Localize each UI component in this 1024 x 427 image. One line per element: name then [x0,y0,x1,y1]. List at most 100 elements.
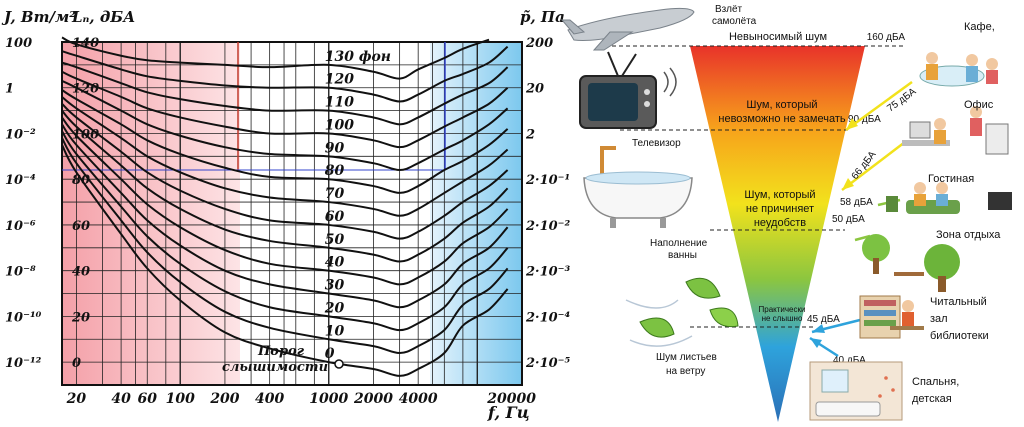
intensity-ticks: 100 1 10⁻² 10⁻⁴ 10⁻⁶ 10⁻⁸ 10⁻¹⁰ 10⁻¹² [5,36,42,371]
intensity-tick-3: 10⁻⁴ [5,173,36,188]
level-tick-0: 140 [72,36,99,51]
airplane-illustration [560,7,695,51]
cafe-arrowhead [846,118,858,130]
bedroom-illustration [809,361,903,421]
office-arrowhead [842,178,854,190]
tv-label: Телевизор [632,138,681,149]
curve-label-11: 20 [324,300,345,316]
curve-label-12: 10 [325,323,345,339]
pressure-tick-3: 2·10⁻¹ [525,173,570,188]
noise-triangle [690,46,865,422]
leaves-label-1: Шум листьев [656,352,717,363]
loudness-curve-10 [61,123,509,309]
loudness-curve-9 [61,116,509,286]
zone-1-line-2: невозможно не замечать [718,113,845,125]
x-tick-5: 400 [255,391,284,407]
reference-point-1khz [334,359,344,369]
zone-2-line-2: не причиняет [746,203,814,215]
intensity-tick-7: 10⁻¹² [5,356,42,371]
zone-1-line-1: Шум, который [746,99,817,111]
loudness-curve-0 [61,36,490,80]
level-tick-2: 100 [72,127,99,142]
pressure-tick-0: 200 [525,36,553,51]
level-axis-title: Lₙ, дБА [71,8,135,26]
curve-label-8: 50 [325,232,345,248]
threshold-label-2: слышимости [222,360,328,375]
level-tick-3: 80 [72,173,90,188]
curve-label-7: 60 [325,209,345,225]
bath-label-2: ванны [668,250,697,261]
rest-zone-illustration [862,234,960,292]
level-lines [612,45,905,328]
level-tick-6: 20 [71,310,90,325]
level-160: 160 дБА [867,32,906,43]
pressure-tick-5: 2·10⁻³ [525,265,571,280]
x-tick-0: 20 [66,391,87,407]
curve-label-0: 130 фон [325,49,391,65]
office-illustration [902,106,1009,155]
x-tick-9: 20000 [486,391,536,407]
intensity-tick-5: 10⁻⁸ [5,265,36,280]
zone-2-line-3: неудобств [754,217,806,229]
intensity-tick-1: 1 [5,82,14,97]
plane-label-2: самолёта [712,16,757,27]
curve-label-2: 110 [325,95,354,111]
leaves-illustration [625,277,739,347]
loudness-curve-6 [61,96,509,217]
zone-3-line-1: Практически [759,305,806,314]
level-tick-4: 60 [72,219,90,234]
x-tick-4: 200 [209,391,239,407]
curve-label-10: 30 [325,278,345,294]
curve-label-13: 0 [325,346,335,362]
x-tick-7: 2000 [353,391,393,407]
intensity-tick-0: 100 [5,36,32,51]
living-label: Гостиная [928,173,974,185]
zone-3-line-2: не слышно [762,314,803,323]
loudness-curve-5 [61,89,509,194]
x-tick-3: 100 [166,391,195,407]
bath-label-1: Наполнение [650,238,708,249]
curve-label-1: 120 [325,72,354,88]
level-tick-5: 40 [72,265,90,280]
frequency-axis-title: f, Гц [487,403,530,422]
curve-label-4: 90 [325,140,345,156]
x-tick-8: 4000 [399,391,438,407]
level-50: 50 дБА [832,214,865,225]
level-90: 90 дБА [848,114,881,125]
intensity-tick-6: 10⁻¹⁰ [5,310,42,325]
loudness-curve-8 [61,109,509,263]
loudness-curve-11 [61,130,509,332]
intensity-tick-2: 10⁻² [5,127,36,142]
bedroom-label-2: детская [912,393,952,405]
office-label: Офис [964,99,994,111]
bedroom-label-1: Спальня, [912,376,959,388]
loudness-curve-12 [61,137,509,354]
intensity-tick-4: 10⁻⁶ [5,219,36,234]
loudness-curve-2 [61,61,509,126]
level-tick-7: 0 [72,356,81,371]
loudness-curve-4 [61,79,509,172]
pressure-tick-1: 20 [525,82,544,97]
living-room-illustration [886,182,1012,214]
threshold-label-1: Порог [257,344,305,359]
loudness-curves [61,36,509,377]
loudness-curve-3 [61,70,509,149]
cafe-label: Кафе, [964,21,995,33]
x-tick-6: 1000 [309,391,348,407]
high-frequency-band [430,42,522,385]
pressure-tick-2: 2 [525,127,535,142]
bathtub-illustration [583,146,693,228]
zone-2-line-1: Шум, который [744,189,815,201]
loudness-curve-1 [61,45,509,103]
curve-label-3: 100 [325,117,354,133]
library-illustration [859,295,924,339]
top-title: Невыносимый шум [729,31,827,43]
pressure-tick-7: 2·10⁻⁵ [525,356,571,371]
low-frequency-band [62,42,240,385]
library-label-2: зал [930,313,948,325]
x-tick-2: 60 [138,391,158,407]
